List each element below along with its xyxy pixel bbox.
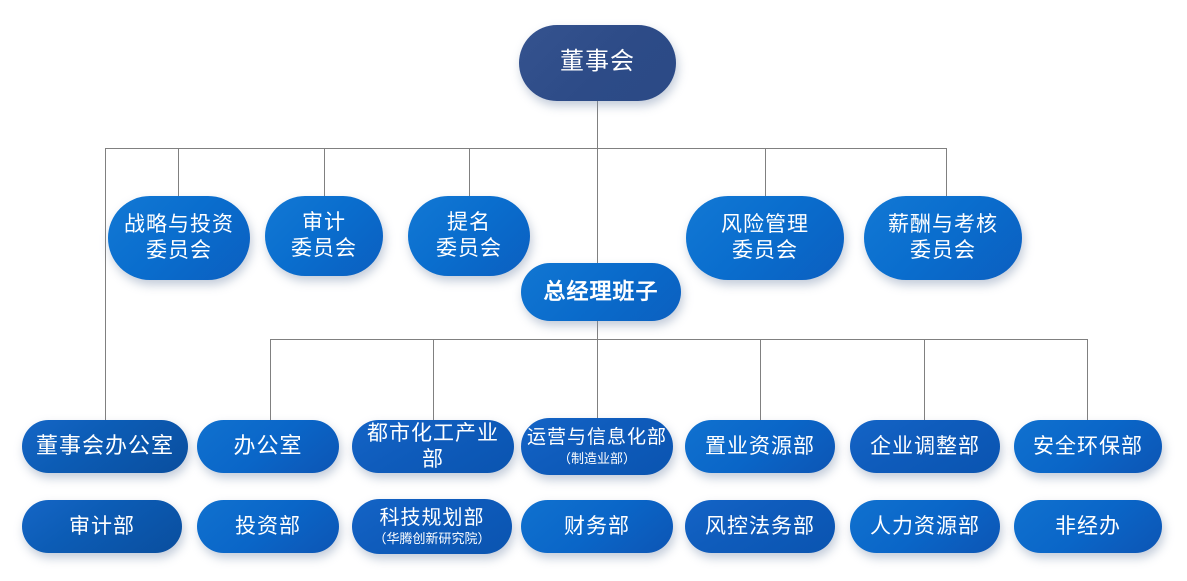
connector-drop-board-office [105,148,106,420]
node-dept-human-resources[interactable]: 人力资源部 [850,500,1000,553]
connector-board-stem [597,101,598,148]
node-dept-property-resources[interactable]: 置业资源部 [685,420,835,473]
connector-drop-dept-6 [1087,339,1088,420]
connector-gm-stem [597,321,598,339]
connector-drop-dept-1 [270,339,271,420]
node-label-line1: 战略与投资 [124,212,234,237]
node-label: 非经办 [1055,513,1121,538]
node-label: 置业资源部 [705,433,815,458]
node-dept-non-operating-office[interactable]: 非经办 [1014,500,1162,553]
connector-drop-committee-3 [469,148,470,196]
node-dept-audit[interactable]: 审计部 [22,500,182,553]
node-dept-risk-control-legal[interactable]: 风控法务部 [685,500,835,553]
connector-drop-committee-1 [178,148,179,196]
node-label-line2: 委员会 [732,238,798,262]
node-label: 人力资源部 [870,513,980,538]
node-label: 运营与信息化部 [527,427,668,449]
node-committee-nomination[interactable]: 提名委员会 [408,196,530,276]
connector-drop-committee-5 [946,148,947,196]
node-label-line2: 委员会 [291,236,357,260]
connector-top-bus [105,148,947,149]
node-label: 科技规划部 [379,506,485,529]
node-label: 总经理班子 [543,278,659,304]
node-label: 财务部 [564,513,630,538]
connector-second-bus [270,339,1088,340]
node-label: 安全环保部 [1033,433,1143,458]
node-label-line1: 薪酬与考核 [888,212,998,237]
node-dept-urban-chemical-industry[interactable]: 都市化工产业部 [352,420,514,473]
node-label-line1: 风险管理 [721,212,809,237]
node-committee-compensation-assessment[interactable]: 薪酬与考核委员会 [864,196,1022,280]
node-label-line1: 提名 [447,210,491,235]
node-dept-science-technology-planning[interactable]: 科技规划部 （华腾创新研究院） [352,499,512,554]
node-dept-finance[interactable]: 财务部 [521,500,673,553]
node-label-line2: 委员会 [146,238,212,262]
node-label: 风控法务部 [705,513,815,538]
node-label: 办公室 [233,433,303,459]
node-sublabel: （华腾创新研究院） [373,531,491,547]
connector-drop-dept-4 [760,339,761,420]
node-dept-operations-informatization[interactable]: 运营与信息化部 （制造业部） [521,418,673,475]
node-dept-enterprise-adjustment[interactable]: 企业调整部 [850,420,1000,473]
node-label: 都市化工产业部 [367,420,499,471]
connector-drop-gm [597,148,598,263]
node-committee-risk-management[interactable]: 风险管理委员会 [686,196,844,280]
node-dept-board-office[interactable]: 董事会办公室 [22,420,188,473]
node-dept-investment[interactable]: 投资部 [197,500,339,553]
node-label-line2: 委员会 [910,238,976,262]
connector-drop-dept-3 [597,339,598,420]
node-label: 董事会 [560,49,635,76]
node-general-manager-team[interactable]: 总经理班子 [521,263,681,321]
node-label-line1: 审计 [302,210,346,235]
node-label: 董事会办公室 [35,433,174,459]
node-dept-office[interactable]: 办公室 [197,420,339,473]
node-label: 投资部 [235,513,301,538]
node-sublabel: （制造业部） [557,450,636,466]
node-label: 审计部 [69,513,135,538]
node-committee-audit[interactable]: 审计委员会 [265,196,383,276]
connector-drop-dept-2 [433,339,434,420]
node-board-of-directors[interactable]: 董事会 [519,25,676,101]
connector-drop-dept-5 [924,339,925,420]
connector-drop-committee-4 [765,148,766,196]
connector-drop-committee-2 [324,148,325,196]
node-label-line2: 委员会 [436,236,502,260]
node-dept-safety-environment[interactable]: 安全环保部 [1014,420,1162,473]
node-committee-strategy-investment[interactable]: 战略与投资委员会 [108,196,250,280]
node-label: 企业调整部 [870,433,980,458]
